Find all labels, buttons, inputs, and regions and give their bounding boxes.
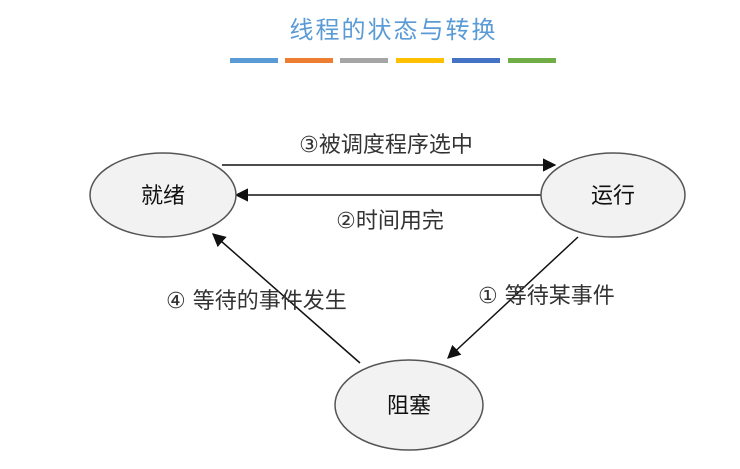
- node-ready: [89, 152, 237, 238]
- edge-blocked-to-ready: [211, 233, 361, 364]
- color-bar-4: [396, 58, 444, 63]
- node-blocked-label: 阻塞: [387, 394, 431, 419]
- edge-label-blocked-to-ready: ④ 等待的事件发生: [166, 289, 347, 314]
- node-ready-label: 就绪: [141, 184, 185, 209]
- node-running: [540, 152, 686, 238]
- color-bar-5: [452, 58, 500, 63]
- edge-label-ready-to-running: ③被调度程序选中: [299, 133, 473, 158]
- page-title: 线程的状态与转换: [289, 16, 498, 44]
- color-bar-1: [230, 58, 278, 63]
- color-bar-2: [285, 58, 333, 63]
- color-bar-6: [508, 58, 556, 63]
- node-blocked: [334, 359, 484, 451]
- node-running-label: 运行: [591, 184, 635, 209]
- edge-label-running-to-ready: ②时间用完: [336, 209, 444, 234]
- edge-label-running-to-blocked: ① 等待某事件: [478, 284, 615, 309]
- edge-running-to-blocked: [447, 236, 579, 359]
- color-bar-3: [340, 58, 388, 63]
